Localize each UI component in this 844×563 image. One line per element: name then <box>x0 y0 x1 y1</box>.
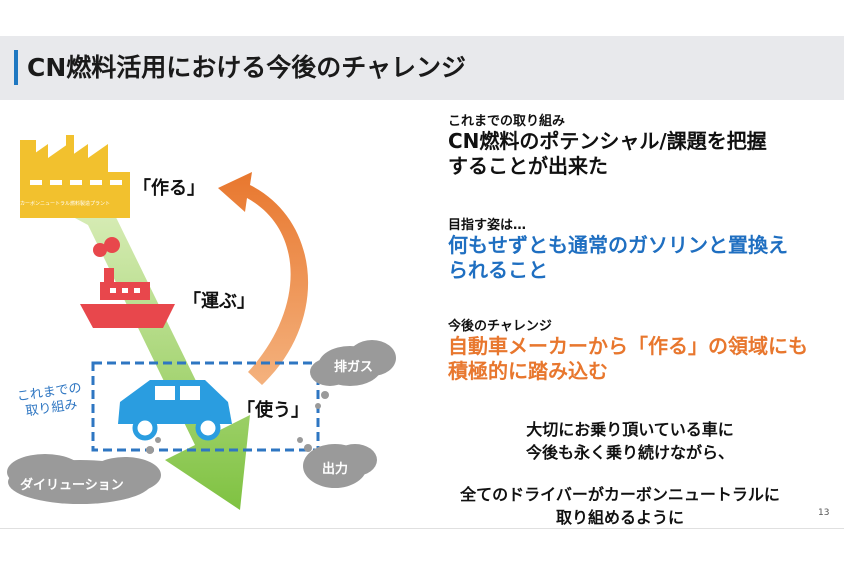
section-challenge: 今後のチャレンジ 自動車メーカーから「作る」の領域にも 積極的に踏み込む <box>448 315 808 384</box>
section-prior-line2: することが出来た <box>448 154 608 178</box>
cloud-exhaust-label: 排ガス <box>334 360 374 375</box>
page-title: CN燃料活用における今後のチャレンジ <box>27 53 467 82</box>
label-carry: 「運ぶ」 <box>183 291 255 312</box>
cloud-output-label: 出力 <box>322 462 349 477</box>
cloud-dilution-label: ダイリューション <box>20 478 124 493</box>
bottom-divider <box>0 528 844 529</box>
message-1-line2: 今後も永く乗り続けながら、 <box>525 443 734 462</box>
factory-icon <box>20 135 130 218</box>
lifecycle-graphic <box>7 135 396 510</box>
section-goal-heading: 目指す姿は… <box>448 218 527 233</box>
section-prior-text: CN燃料のポテンシャル/課題を把握 することが出来た <box>448 129 767 179</box>
cloud-dilution <box>7 437 161 504</box>
section-challenge-heading: 今後のチャレンジ <box>448 319 552 334</box>
label-use: 「使う」 <box>237 400 309 421</box>
message-1: 大切にお乗り頂いている車に 今後も永く乗り続けながら、 <box>470 418 790 464</box>
section-goal-text: 何もせずとも通常のガソリンと置換え られること <box>448 233 788 283</box>
page-number: 13 <box>818 508 830 518</box>
title-accent <box>14 50 18 85</box>
return-arrow <box>218 172 309 385</box>
label-make: 「作る」 <box>133 178 205 199</box>
message-2-line2: 取り組めるように <box>555 508 684 527</box>
message-1-line1: 大切にお乗り頂いている車に <box>526 420 734 439</box>
section-challenge-text: 自動車メーカーから「作る」の領域にも 積極的に踏み込む <box>448 334 808 384</box>
section-prior-heading: これまでの取り組み <box>448 114 566 129</box>
section-prior-line1: CN燃料のポテンシャル/課題を把握 <box>448 129 767 153</box>
section-prior: これまでの取り組み CN燃料のポテンシャル/課題を把握 することが出来た <box>448 110 767 179</box>
message-2: 全てのドライバーがカーボンニュートラルに 取り組めるように <box>420 483 820 529</box>
message-2-line1: 全てのドライバーがカーボンニュートラルに <box>460 485 780 504</box>
car-icon <box>118 380 232 441</box>
factory-sign: カーボンニュートラル燃料製造プラント <box>20 201 111 207</box>
section-challenge-line1: 自動車メーカーから「作る」の領域にも <box>448 334 808 358</box>
cloud-output <box>297 437 377 488</box>
section-challenge-line2: 積極的に踏み込む <box>448 359 608 383</box>
section-goal: 目指す姿は… 何もせずとも通常のガソリンと置換え られること <box>448 214 788 283</box>
ship-icon <box>80 237 175 328</box>
lifecycle-figure: カーボンニュートラル燃料製造プラント 「作る」 「運ぶ」 「使う」 排ガス 出力… <box>0 110 430 530</box>
cloud-exhaust <box>310 340 396 409</box>
section-goal-line1: 何もせずとも通常のガソリンと置換え <box>448 233 788 257</box>
section-goal-line2: られること <box>448 258 548 282</box>
title-bar: CN燃料活用における今後のチャレンジ <box>0 36 844 100</box>
